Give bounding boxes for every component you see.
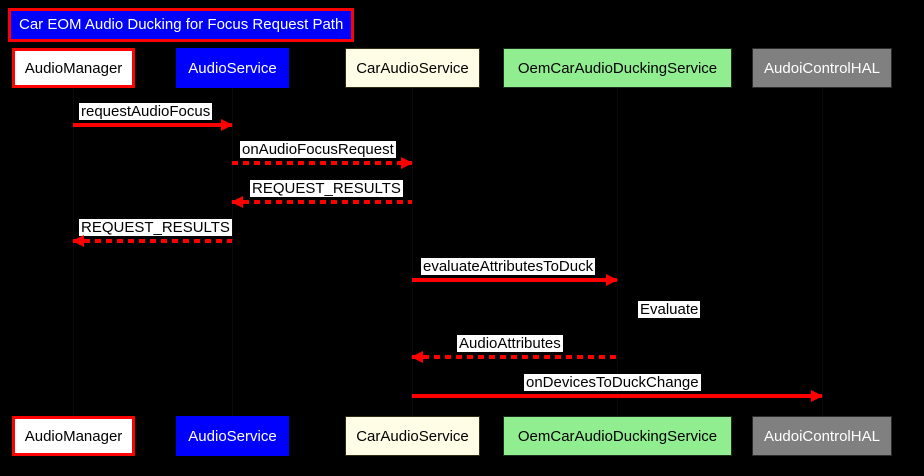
participant-label: OemCarAudioDuckingService [517, 427, 718, 445]
participant-head-oemcaraudioduckingservice[interactable]: OemCarAudioDuckingService [503, 48, 732, 88]
arrow-head-left-icon [411, 351, 423, 363]
lifeline-caraudioservice [412, 88, 413, 418]
participant-label: AudioService [188, 427, 277, 445]
message-arrow-request-audio-focus [73, 119, 233, 131]
participant-label: AudioManager [24, 427, 123, 445]
participant-head-audoicontrolhal[interactable]: AudoiControlHAL [752, 48, 892, 88]
arrow-line [412, 394, 822, 398]
message-arrow-on-devices-to-duck-change [412, 390, 823, 402]
arrow-line [232, 200, 412, 204]
arrow-head-right-icon [811, 390, 823, 402]
message-label-audio-attributes: AudioAttributes [457, 335, 563, 352]
diagram-title: Car EOM Audio Ducking for Focus Request … [8, 8, 355, 42]
message-label-on-devices-to-duck-change: onDevicesToDuckChange [524, 374, 701, 391]
participant-head-audioservice[interactable]: AudioService [176, 48, 289, 88]
participant-label: AudioService [188, 59, 277, 77]
message-arrow-request-results-to-audiomanager [72, 235, 232, 247]
participant-label: AudoiControlHAL [764, 427, 880, 445]
lifeline-audoicontrolhal [822, 88, 823, 418]
arrow-head-left-icon [72, 235, 84, 247]
message-arrow-on-audio-focus-request [232, 157, 413, 169]
lifeline-oemcaraudioduckingservice [617, 88, 618, 418]
participant-label: CarAudioService [356, 59, 469, 77]
arrow-line [412, 278, 617, 282]
participant-label: OemCarAudioDuckingService [517, 59, 718, 77]
participant-foot-oemcaraudioduckingservice[interactable]: OemCarAudioDuckingService [503, 416, 732, 456]
message-label-request-results-to-audioservice: REQUEST_RESULTS [250, 180, 403, 197]
arrow-line [412, 355, 617, 359]
note-evaluate: Evaluate [638, 301, 701, 318]
participant-foot-caraudioservice[interactable]: CarAudioService [345, 416, 480, 456]
participant-head-caraudioservice[interactable]: CarAudioService [345, 48, 480, 88]
participant-foot-audiomanager[interactable]: AudioManager [12, 416, 135, 456]
message-arrow-request-results-to-audioservice [231, 196, 412, 208]
participant-head-audiomanager[interactable]: AudioManager [12, 48, 135, 88]
arrow-line [73, 239, 232, 243]
lifeline-audioservice [232, 88, 233, 418]
arrow-line [232, 161, 412, 165]
arrow-head-right-icon [221, 119, 233, 131]
message-label-evaluate-attributes-to-duck: evaluateAttributesToDuck [421, 258, 596, 275]
participant-label: AudoiControlHAL [764, 59, 880, 77]
message-arrow-audio-attributes [411, 351, 617, 363]
message-label-request-audio-focus: requestAudioFocus [79, 103, 213, 120]
arrow-line [73, 123, 232, 127]
participant-foot-audoicontrolhal[interactable]: AudoiControlHAL [752, 416, 892, 456]
lifeline-audiomanager [73, 88, 74, 418]
participant-label: CarAudioService [356, 427, 469, 445]
message-label-on-audio-focus-request: onAudioFocusRequest [240, 141, 396, 158]
message-label-request-results-to-audiomanager: REQUEST_RESULTS [79, 219, 232, 236]
arrow-head-right-icon [606, 274, 618, 286]
participant-label: AudioManager [24, 59, 123, 77]
arrow-head-right-icon [401, 157, 413, 169]
arrow-head-left-icon [231, 196, 243, 208]
participant-foot-audioservice[interactable]: AudioService [176, 416, 289, 456]
message-arrow-evaluate-attributes-to-duck [412, 274, 618, 286]
